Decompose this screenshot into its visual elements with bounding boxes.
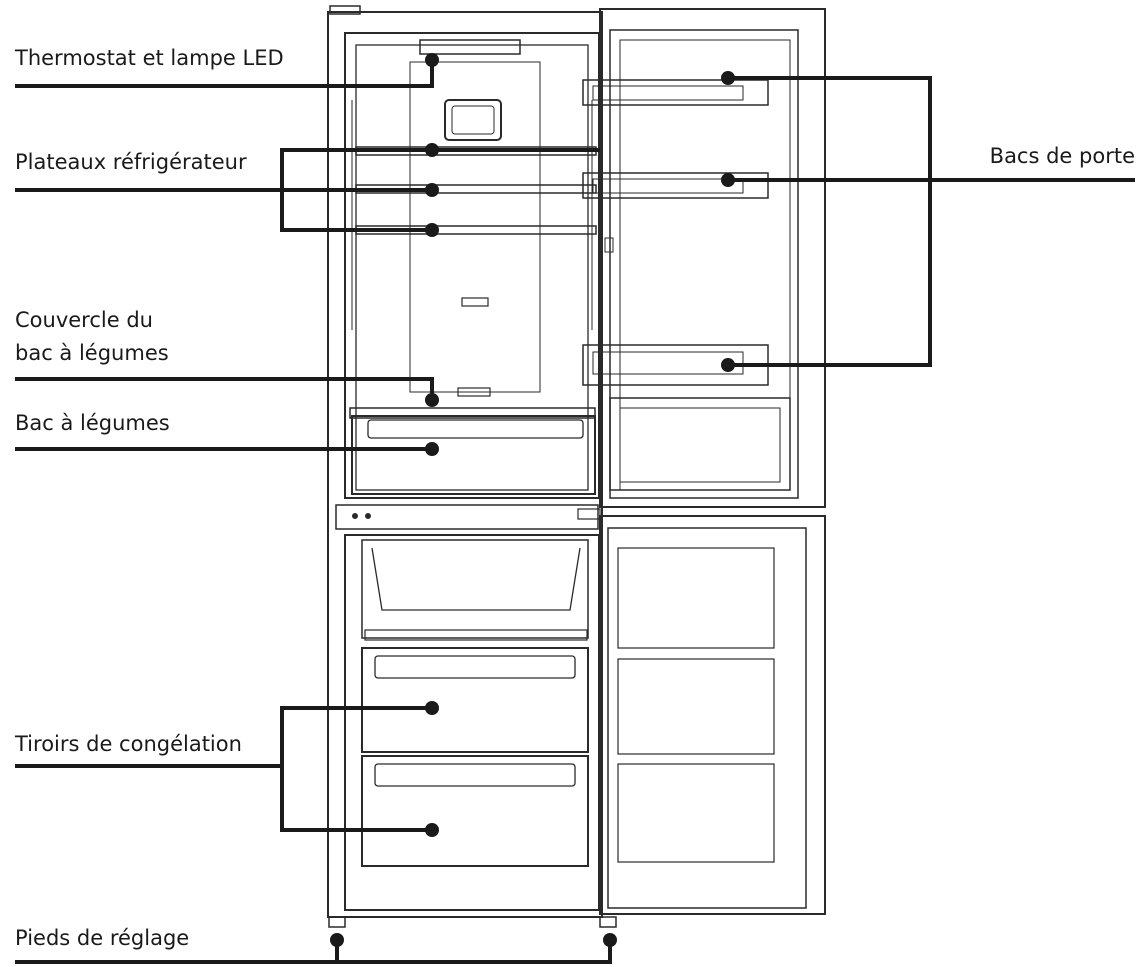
callout-dot-crisper-cover <box>425 393 439 407</box>
callout-dot-shelf-2 <box>425 183 439 197</box>
callout-dot-thermostat <box>425 53 439 67</box>
thermostat-panel <box>420 40 520 54</box>
callout-dot-door-bin-3 <box>721 358 735 372</box>
callout-dot-door-bin-1 <box>721 71 735 85</box>
callout-line-crisper-cover <box>15 379 432 400</box>
label-crisper: Bac à légumes <box>15 407 170 439</box>
freezer-compartment <box>345 535 599 910</box>
foot-left <box>329 917 345 927</box>
callout-dot-freezer-drawer-2 <box>425 823 439 837</box>
freezer-drawer-2 <box>362 756 588 866</box>
callout-line-door-bins <box>728 78 1135 365</box>
callout-dot-freezer-drawer-1 <box>425 701 439 715</box>
fridge-door <box>600 9 825 507</box>
label-door-bins: Bacs de porte <box>990 140 1135 172</box>
label-crisper-cover-1: Couvercle du <box>15 304 153 336</box>
label-feet: Pieds de réglage <box>15 922 189 954</box>
label-crisper-cover-2: bac à légumes <box>15 337 169 369</box>
freezer-door <box>600 516 825 914</box>
callout-line-freezer-drawers <box>15 708 432 830</box>
label-freezer-drawers: Tiroirs de congélation <box>15 728 242 760</box>
label-thermostat: Thermostat et lampe LED <box>15 42 284 74</box>
callout-dot-crisper <box>425 442 439 456</box>
foot-right <box>600 917 616 927</box>
fridge-compartment <box>345 33 599 498</box>
label-shelves: Plateaux réfrigérateur <box>15 146 247 178</box>
callout-dot-foot-right <box>603 933 617 947</box>
freezer-drawer-1 <box>362 648 588 752</box>
crisper-drawer <box>352 416 595 494</box>
callout-dot-door-bin-2 <box>721 173 735 187</box>
callout-dot-foot-left <box>330 933 344 947</box>
callout-dot-shelf-3 <box>425 223 439 237</box>
callout-dot-shelf-1 <box>425 143 439 157</box>
